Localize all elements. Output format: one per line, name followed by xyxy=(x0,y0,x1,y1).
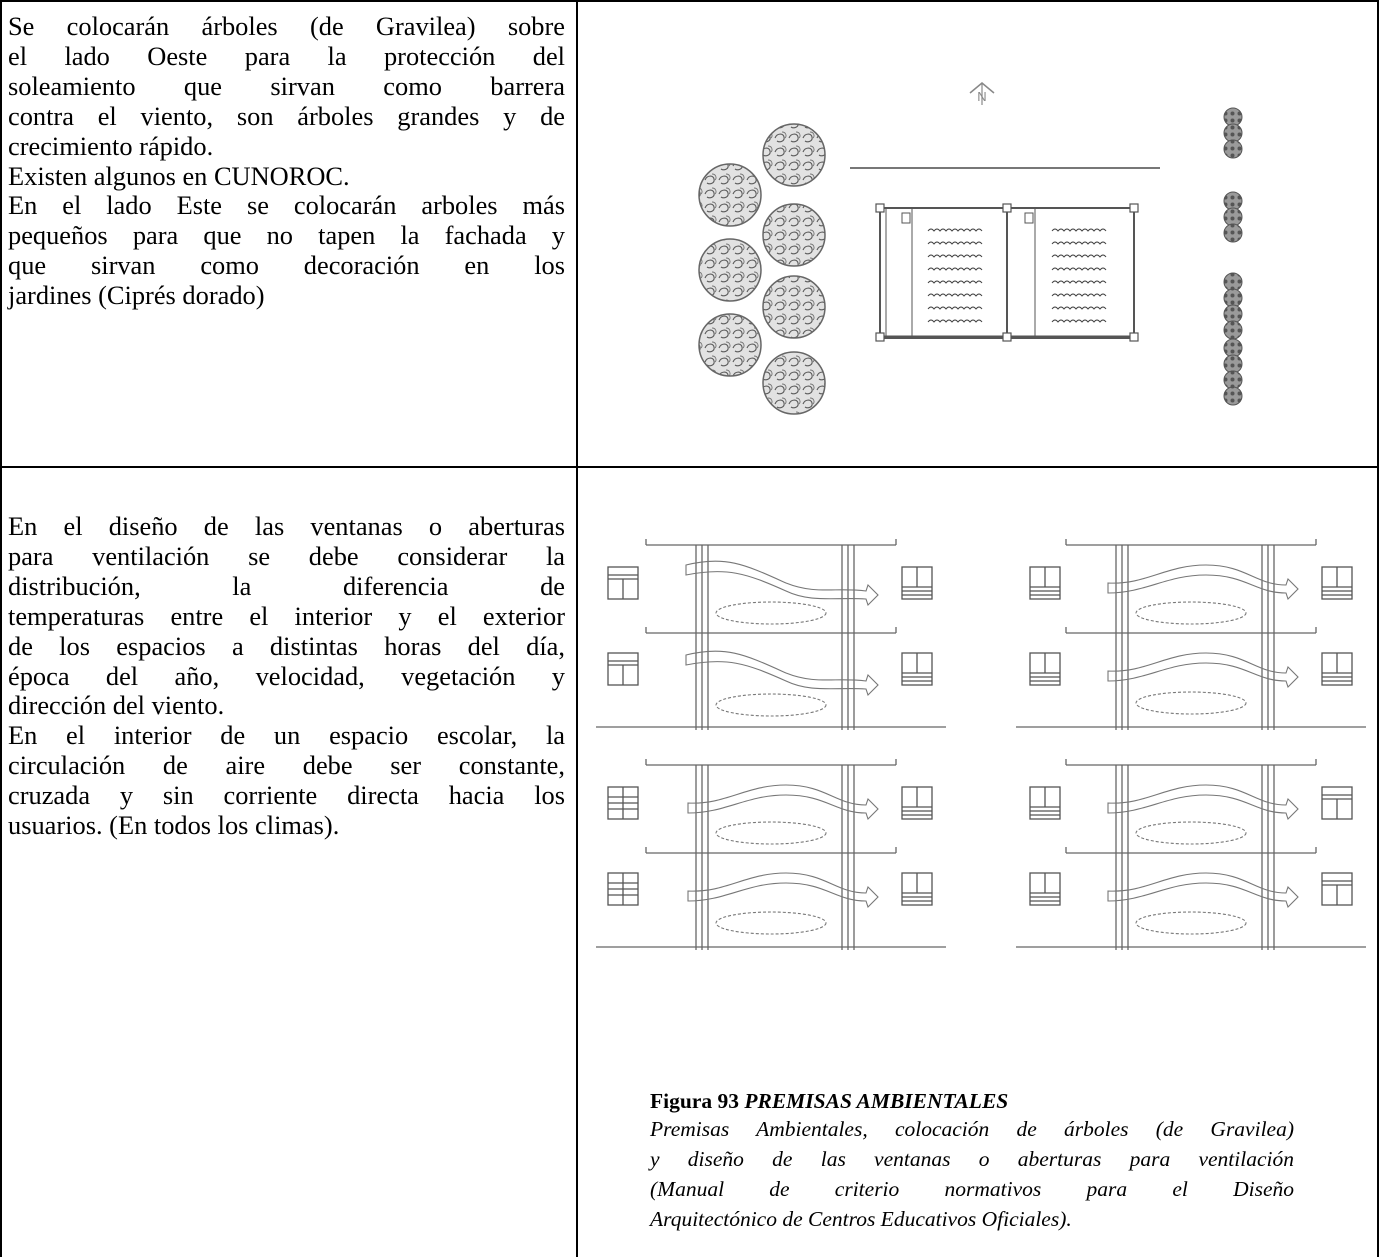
text-line: usuarios. (En todos los climas). xyxy=(8,810,340,841)
text-line: dirección del viento. xyxy=(8,690,225,721)
text-line: crecimiento rápido. xyxy=(8,130,214,161)
ventilation-sections xyxy=(596,538,1366,951)
text-line: En el interior de un espacio escolar, la xyxy=(8,720,565,751)
ventilation-section-panel xyxy=(596,538,947,731)
table-border-right xyxy=(1377,0,1379,1257)
caption-line: y diseño de las ventanas o aberturas par… xyxy=(650,1147,1294,1171)
text-line: En el diseño de las ventanas o aberturas xyxy=(8,511,565,541)
text-line: cruzada y sin corriente directa hacia lo… xyxy=(8,780,565,811)
row1-text: Se colocarán árboles (de Gravilea) sobre… xyxy=(8,11,565,311)
text-line: para ventilación se debe considerar la xyxy=(8,540,565,571)
caption-line: Arquitectónico de Centros Educativos Ofi… xyxy=(650,1207,1072,1231)
text-line: el lado Oeste para la protección del xyxy=(8,40,565,71)
ventilation-section-panel xyxy=(1015,538,1366,731)
gravilea-tree-icons xyxy=(698,123,826,415)
text-line: soleamiento que sirvan como barrera xyxy=(8,70,565,101)
classroom-plan-icon xyxy=(875,203,1139,342)
caption-line: (Manual de criterio normativos para el D… xyxy=(650,1177,1294,1201)
ventilation-section-panel xyxy=(596,758,947,951)
caption-body: Premisas Ambientales, colocación de árbo… xyxy=(650,1114,1294,1234)
text-line: distribución, la diferencia de xyxy=(8,570,565,601)
text-line: Se colocarán árboles (de Gravilea) sobre xyxy=(8,11,565,41)
table-row-divider xyxy=(0,466,1379,468)
table-border-left xyxy=(0,0,2,1257)
text-line: jardines (Ciprés dorado) xyxy=(8,280,265,311)
caption-title: Figura 93 PREMISAS AMBIENTALES xyxy=(650,1088,1294,1114)
table-column-divider xyxy=(576,0,578,1257)
text-line: circulación de aire debe ser constante, xyxy=(8,750,565,781)
caption-line: Premisas Ambientales, colocación de árbo… xyxy=(650,1117,1294,1141)
text-line: de los espacios a distintas horas del dí… xyxy=(8,630,565,661)
text-line: época del año, velocidad, vegetación y xyxy=(8,660,565,691)
tree-placement-plan: N xyxy=(698,82,1243,415)
caption-title-text: PREMISAS AMBIENTALES xyxy=(744,1089,1009,1113)
text-line: En el lado Este se colocarán arboles más xyxy=(8,190,565,221)
ventilation-section-panel xyxy=(1015,758,1366,951)
table-border-top xyxy=(0,0,1379,2)
figure-caption: Figura 93 PREMISAS AMBIENTALES Premisas … xyxy=(650,1088,1294,1234)
north-arrow-icon: N xyxy=(969,82,995,105)
text-line: Existen algunos en CUNOROC. xyxy=(8,160,350,191)
text-line: que sirvan como decoración en los xyxy=(8,250,565,281)
text-line: contra el viento, son árboles grandes y … xyxy=(8,100,565,131)
north-label: N xyxy=(977,89,986,104)
text-line: temperaturas entre el interior y el exte… xyxy=(8,600,565,631)
text-line: pequeños para que no tapen la fachada y xyxy=(8,220,565,251)
row2-text: En el diseño de las ventanas o aberturas… xyxy=(8,511,565,841)
caption-label: Figura 93 xyxy=(650,1089,745,1113)
cypress-tree-icons xyxy=(1223,107,1243,406)
